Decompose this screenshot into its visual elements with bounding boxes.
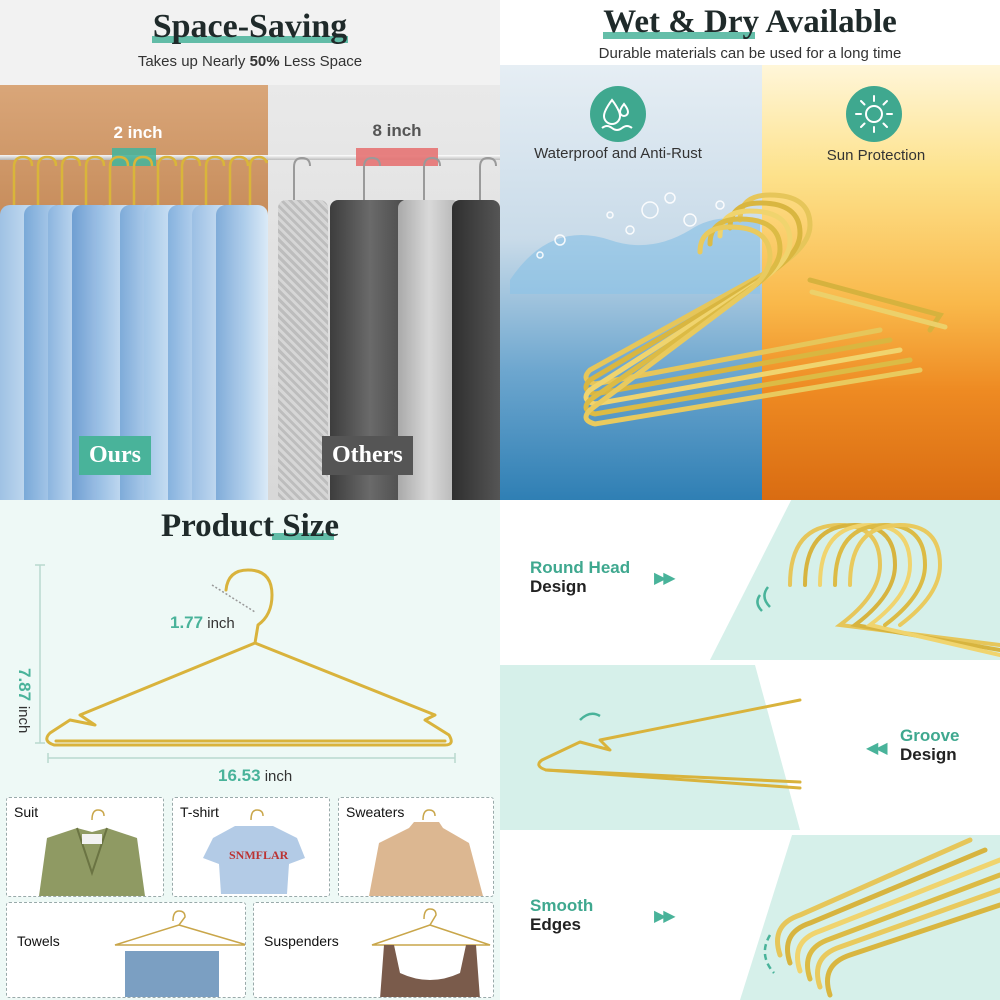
sweater-icon [369,809,483,896]
gold-hanger-stack [583,192,948,427]
space-saving-panel: Space-Saving Takes up Nearly 50% Less Sp… [0,0,500,500]
others-measure-bar [356,148,438,166]
width-label: 16.53 inch [218,766,293,785]
title-underline [152,36,348,43]
product-size-panel: Product Size 1.77 inch 7.87 inch 16.53 i… [0,500,500,1000]
towel-icon [114,910,245,997]
others-hanger-hooks [293,156,497,205]
category-label: Towels [17,933,60,949]
groove-hanger [537,698,802,790]
arrow-right-icon: ▶▶ [654,570,676,587]
title-underline [272,533,334,540]
sun-protection-caption: Sun Protection [826,147,926,164]
suspender-top-icon [371,908,491,997]
space-saving-subtitle: Takes up Nearly 50% Less Space [137,53,363,70]
ours-hanger-hooks [12,155,268,205]
title-underline [603,32,755,39]
water-drop-icon [590,86,646,142]
category-label: Sweaters [346,804,405,820]
suit-jacket-icon [39,809,145,896]
wet-dry-title: Wet & Dry Available [603,4,897,40]
arrow-left-icon: ◀◀ [866,740,888,757]
hanger-dimension-diagram [35,564,456,763]
product-size-title: Product Size [160,508,340,544]
category-label: Suit [14,804,39,820]
category-label: T-shirt [180,804,219,820]
ours-measure-label: 2 inch [113,123,163,142]
ours-measure-bar [112,148,156,166]
category-suit: Suit [6,797,164,897]
category-label: Suspenders [264,933,339,949]
water-splash [510,192,760,294]
hook-size-label: 1.77 inch [170,613,235,632]
others-measure-label: 8 inch [372,121,422,140]
arrow-right-icon: ▶▶ [654,908,676,925]
waterproof-caption: Waterproof and Anti-Rust [534,145,702,162]
tshirt-print-text: SNMFLAR [229,848,289,862]
space-saving-title: Space-Saving [152,8,348,45]
category-tshirt: T-shirt SNMFLAR [172,797,330,897]
round-head-hangers [756,522,1000,657]
tshirt-icon [203,809,305,894]
ours-badge: Ours [79,436,152,475]
wet-dry-subtitle: Durable materials can be used for a long… [598,45,902,62]
sun-icon [846,86,902,142]
others-badge: Others [322,436,413,475]
category-suspenders: Suspenders [253,902,494,998]
wet-dry-panel: Wet & Dry Available Durable materials ca… [500,0,1000,500]
category-towels: Towels [6,902,246,998]
groove-panel [500,665,800,830]
height-label: 7.87 inch [15,668,34,734]
smooth-edges-hangers [763,837,1000,998]
category-sweaters: Sweaters [338,797,494,897]
